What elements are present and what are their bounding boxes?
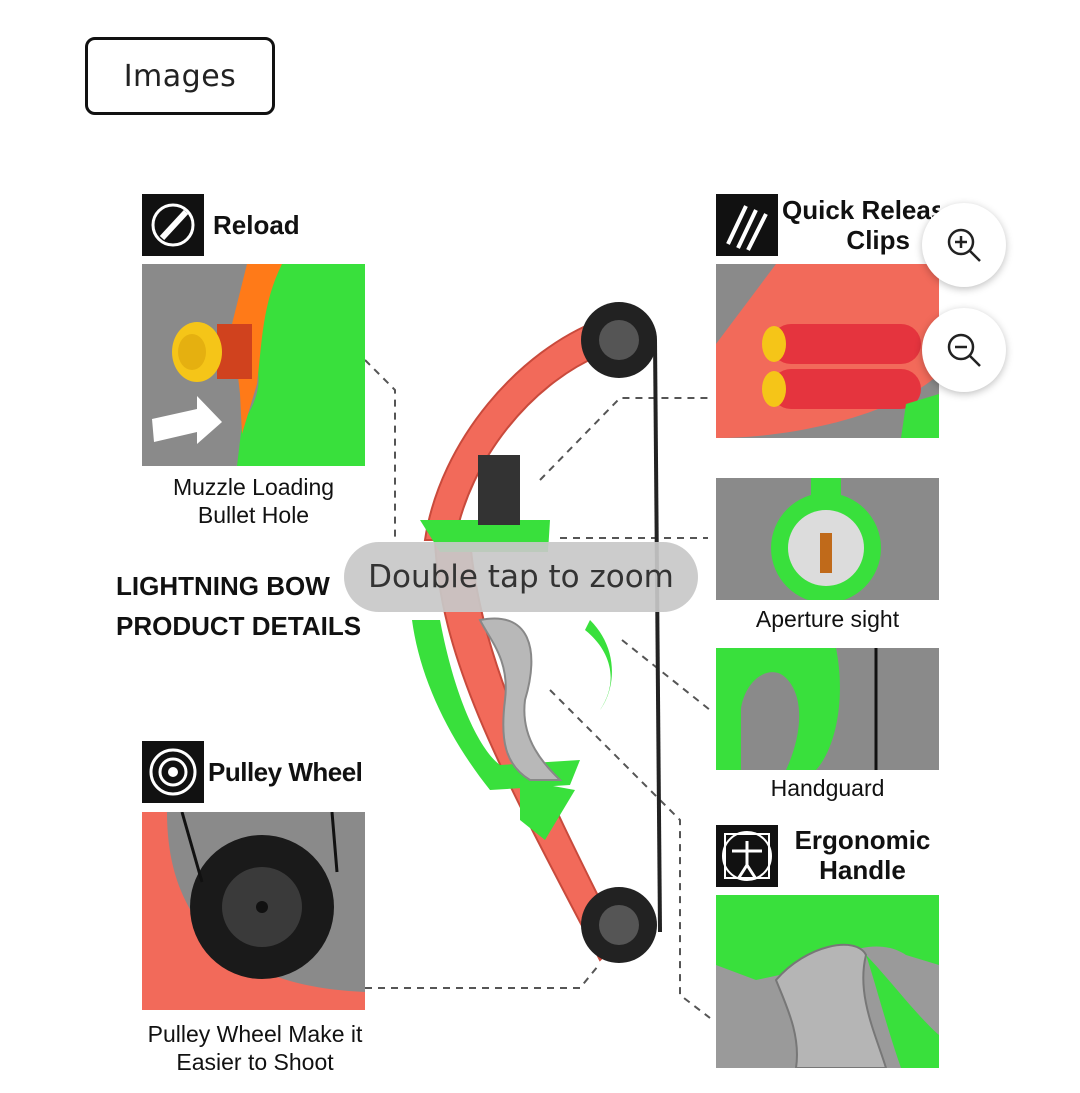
ergonomic-photo bbox=[716, 895, 939, 1068]
handguard-photo bbox=[716, 648, 939, 770]
pulley-caption-line1: Pulley Wheel Make it bbox=[147, 1021, 363, 1047]
zoom-in-icon bbox=[947, 228, 981, 262]
pulley-title: Pulley Wheel bbox=[208, 757, 363, 787]
product-title: LIGHTNING BOW PRODUCT DETAILS bbox=[116, 566, 361, 646]
product-image[interactable]: Reload Muzzle Loading Bullet Hole Quick … bbox=[0, 180, 1080, 1093]
ergonomic-title-line2: Handle bbox=[819, 855, 906, 885]
reload-icon bbox=[142, 194, 204, 256]
bow-body bbox=[412, 302, 662, 963]
images-button-label: Images bbox=[123, 58, 237, 94]
pulley-caption: Pulley Wheel Make it Easier to Shoot bbox=[120, 1020, 390, 1076]
product-title-line2: PRODUCT DETAILS bbox=[116, 611, 362, 641]
quick-release-title: Quick Releas Clips bbox=[782, 195, 940, 255]
zoom-in-button[interactable] bbox=[922, 203, 1006, 287]
images-button[interactable]: Images bbox=[85, 37, 275, 115]
reload-caption-line1: Muzzle Loading bbox=[172, 474, 335, 500]
zoom-out-icon bbox=[947, 333, 981, 367]
reload-title: Reload bbox=[213, 210, 300, 240]
quick-release-photo bbox=[716, 264, 939, 438]
product-title-line1: LIGHTNING BOW bbox=[116, 571, 330, 601]
pulley-caption-line2: Easier to Shoot bbox=[176, 1049, 334, 1075]
aperture-photo bbox=[716, 478, 939, 600]
aperture-caption: Aperture sight bbox=[755, 606, 900, 632]
reload-caption-line2: Bullet Hole bbox=[197, 502, 310, 528]
arrows-icon bbox=[716, 194, 778, 256]
ergonomic-title: Ergonomic Handle bbox=[785, 825, 940, 885]
quick-release-title-line1: Quick Releas bbox=[782, 195, 940, 225]
zoom-out-button[interactable] bbox=[922, 308, 1006, 392]
product-illustration bbox=[364, 302, 711, 1019]
reload-caption: Muzzle Loading Bullet Hole bbox=[142, 473, 365, 529]
vitruvian-icon bbox=[716, 825, 778, 887]
quick-release-title-line2: Clips bbox=[846, 225, 910, 255]
leader-lines bbox=[364, 359, 711, 1019]
pulley-photo bbox=[142, 812, 365, 1010]
handguard-caption: Handguard bbox=[770, 775, 885, 801]
ergonomic-title-line1: Ergonomic bbox=[794, 825, 931, 855]
target-icon bbox=[142, 741, 204, 803]
zoom-hint-toast: Double tap to zoom bbox=[344, 542, 698, 612]
zoom-hint-text: Double tap to zoom bbox=[368, 559, 674, 595]
reload-photo bbox=[142, 264, 365, 466]
